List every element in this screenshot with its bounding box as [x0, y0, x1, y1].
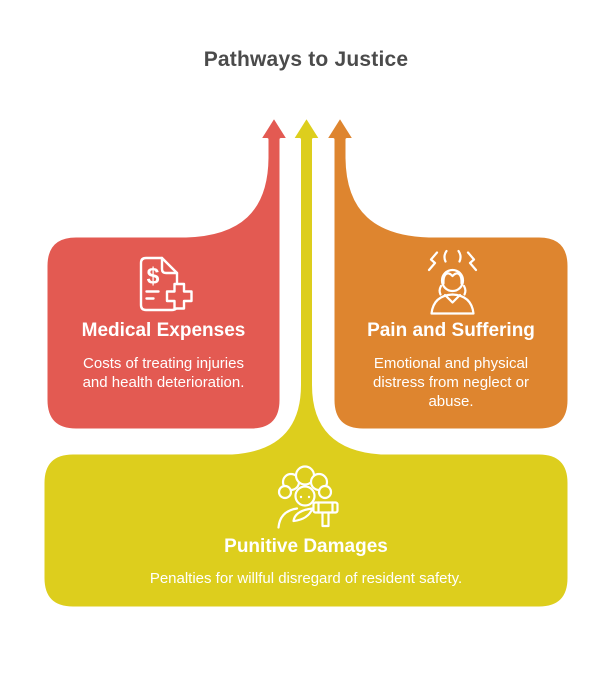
pain-and-suffering-card-text: Pain and Suffering Emotional and physica…	[333, 320, 569, 411]
invoice-folded-corner	[160, 256, 179, 275]
person-bangs	[442, 272, 463, 285]
punitive-damages-card-text: Punitive Damages Penalties for willful d…	[43, 536, 569, 588]
person-hair-strand-left	[438, 284, 443, 296]
stress-zigzag-left	[427, 251, 439, 272]
stress-tick-left	[443, 249, 448, 263]
punitive-damages-card-shape	[41, 115, 571, 610]
medical-cross-icon	[165, 282, 193, 310]
page-title: Pathways to Justice	[203, 48, 409, 71]
card-description-punitive-damages: Penalties for willful disregard of resid…	[149, 569, 463, 587]
card-description-pain-and-suffering: Emotional and physical distress from neg…	[373, 354, 529, 411]
gavel-head	[312, 501, 339, 514]
medical-invoice-cross-icon: $	[139, 256, 193, 312]
judge-face	[294, 485, 316, 507]
card-title-punitive-damages: Punitive Damages	[224, 536, 388, 557]
judge-shoulder	[277, 507, 299, 529]
judge-with-gavel-icon	[277, 465, 339, 529]
person-hair-strand-right	[462, 284, 467, 296]
judge-hair-curl	[317, 484, 333, 500]
gavel-handle	[321, 511, 330, 528]
person-head	[440, 268, 465, 293]
card-title-pain-and-suffering: Pain and Suffering	[367, 320, 535, 341]
stress-tick-right	[457, 249, 462, 263]
person-shoulders	[430, 293, 475, 315]
medical-expenses-card-text: Medical Expenses Costs of treating injur…	[46, 320, 281, 392]
gavel-head-bands	[317, 501, 334, 514]
card-description-medical-expenses: Costs of treating injuries and health de…	[82, 354, 245, 392]
stressed-person-icon	[427, 249, 478, 315]
card-title-medical-expenses: Medical Expenses	[81, 320, 246, 341]
invoice-text-lines	[145, 290, 160, 300]
judge-eye-left	[299, 495, 303, 499]
person-neckline	[443, 293, 462, 304]
stress-zigzag-right	[466, 251, 478, 272]
judge-eye-right	[307, 495, 311, 499]
invoice-dollar-glyph: $	[147, 263, 160, 289]
judge-hair-curl	[277, 484, 293, 500]
